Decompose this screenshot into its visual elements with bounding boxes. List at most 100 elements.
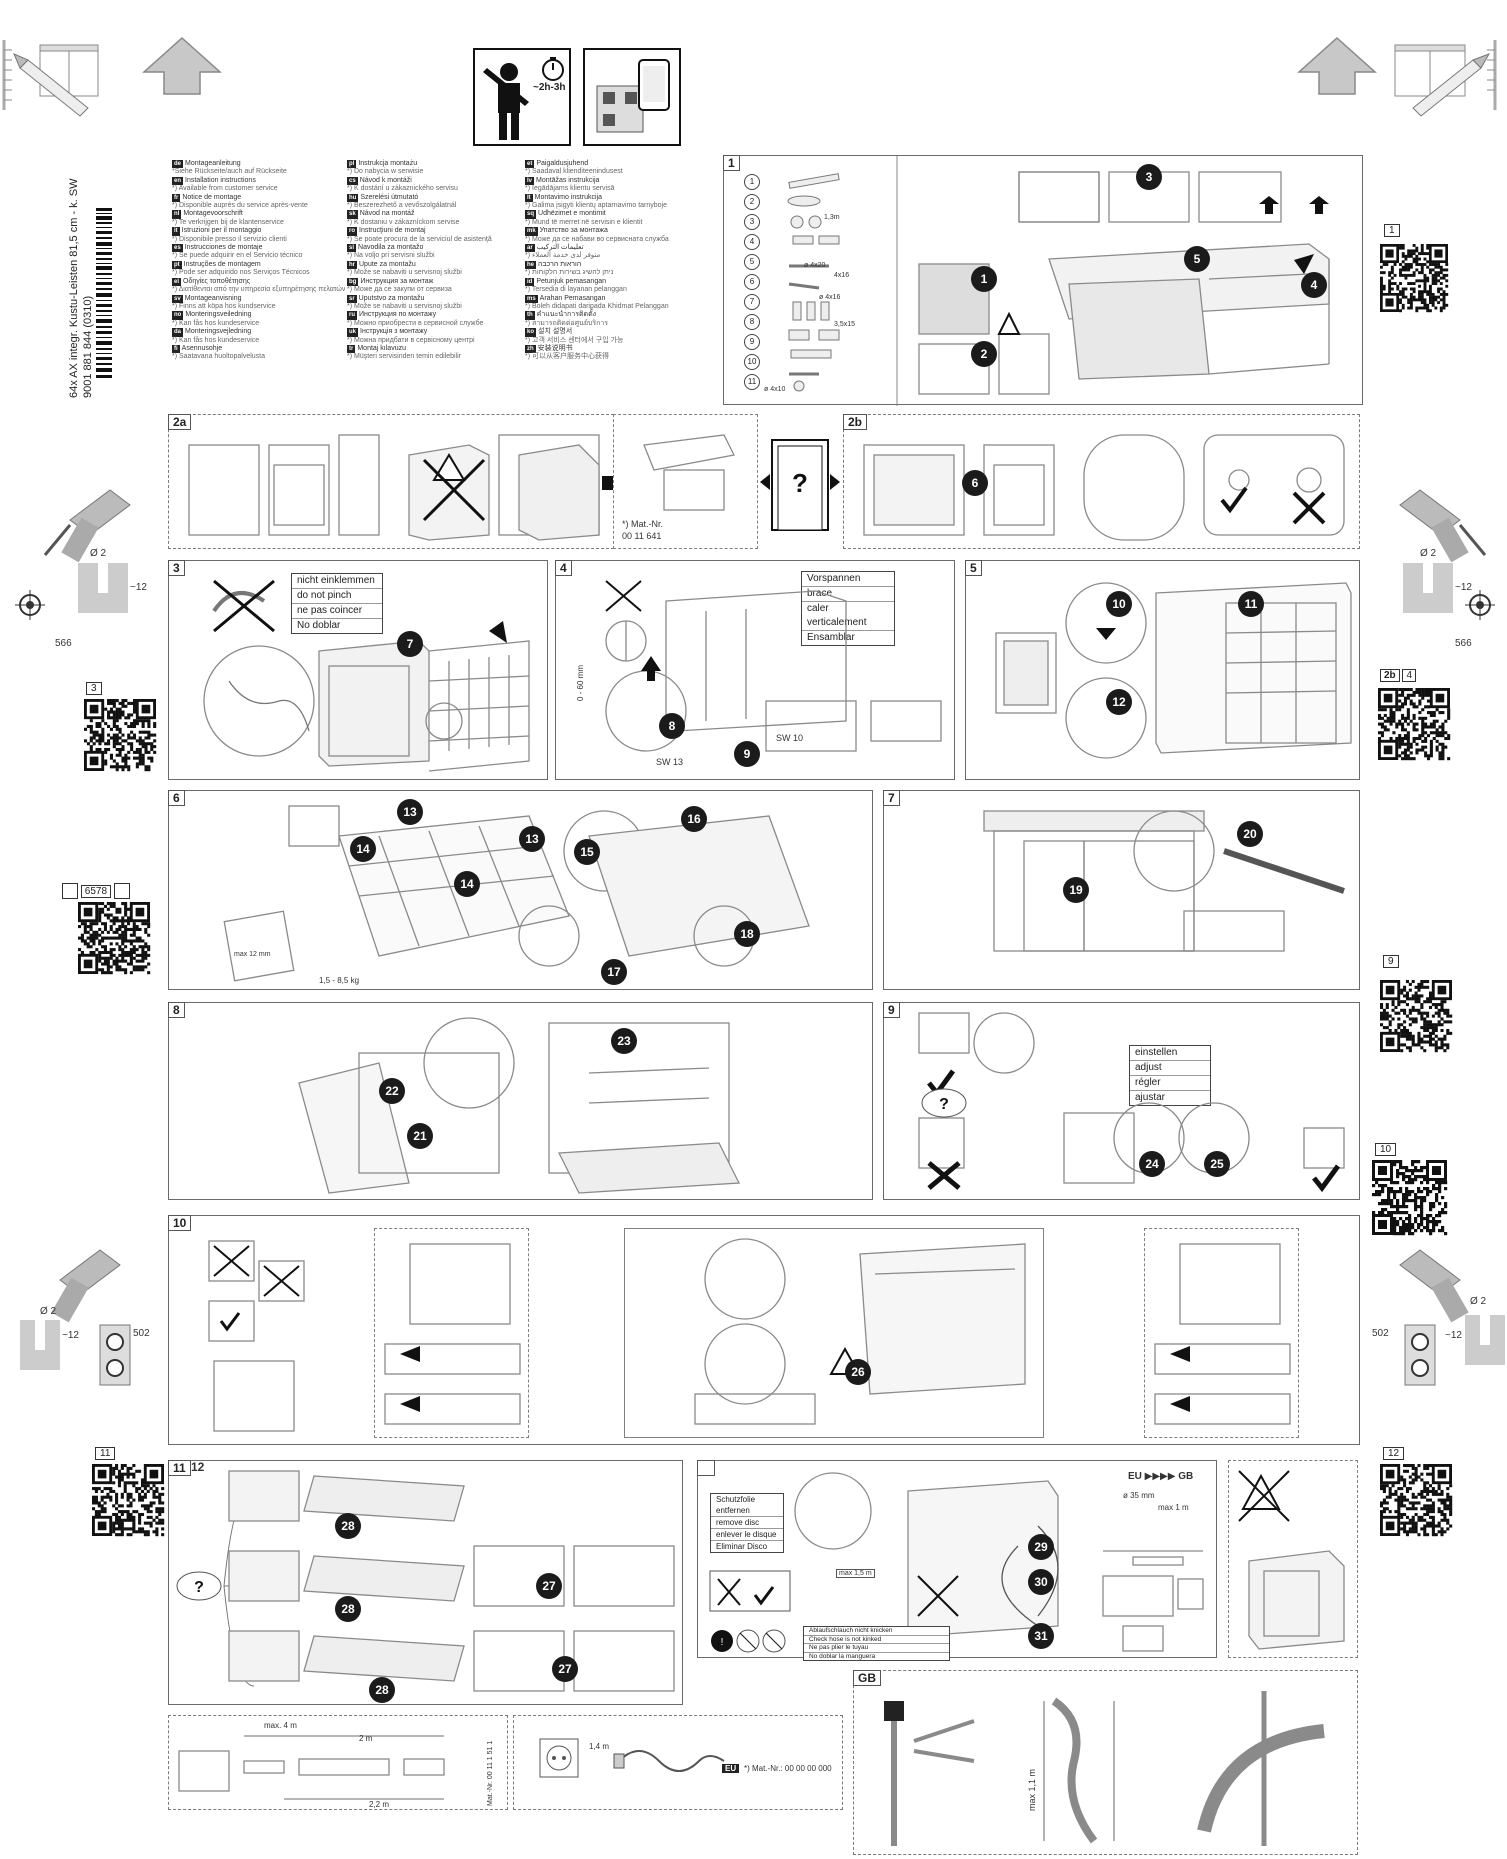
note-line: einstellen [1130,1046,1210,1061]
language-note: *) Disponible auprès du service après-ve… [172,202,308,210]
qr-code-3-label: 3 [86,682,102,695]
step10-boxes-illustration [208,1240,305,1432]
wrench-size-sw10: SW 10 [776,733,804,743]
panel-number: 8 [168,1002,185,1018]
step-badge-27: 27 [552,1656,578,1682]
part-number: 3 [744,214,760,230]
step-badge-10: 10 [1106,591,1132,617]
panel-10-detail-center: 26 [624,1228,1044,1438]
hose-kink-warning-icons: ! [711,1629,786,1653]
language-title: Notice de montage [182,193,242,201]
step-badge-7: 7 [397,631,423,657]
qr-label: 2b [1380,669,1400,682]
mounting-bracket-illustration [643,434,735,511]
language-note: *) Saadaval klienditeenindusest [525,168,623,176]
language-title: Інструкція з монтажу [360,328,428,336]
power-socket-icon [539,1738,579,1778]
drill-icon [43,489,131,563]
step-badge-28: 28 [335,1513,361,1539]
language-code: pt [172,260,182,270]
step-badge-6: 6 [962,470,988,496]
language-title: Návod k montáži [359,176,412,184]
qr-label-empty [113,883,130,899]
language-title: Istruzioni per il montaggio [181,227,262,235]
mat-nr-label: *) Mat.-Nr.: 00 00 00 000 [744,1764,832,1773]
step-badge-17: 17 [601,959,627,985]
drill-depth-diagram [20,1320,60,1370]
language-note: *) Disponibile presso il servizio client… [172,235,287,243]
door-weight-label: 1,5 - 8,5 kg [319,976,360,985]
drill-diameter-label: Ø 2 [90,548,107,559]
language-code: sl [347,244,357,253]
qr-label: 4 [1402,669,1417,682]
language-code: pl [347,160,357,169]
note-line: No doblar [297,620,341,631]
panel-number: 2a [168,414,192,430]
gb-drain-illustration [884,1691,1325,1846]
language-note: *) ניתן להשיג בשירות הלקוחות [525,269,614,277]
language-title: Installation instructions [185,176,256,184]
language-code: sr [347,294,357,303]
language-note: *) Boleh didapati daripada Khidmat Pelan… [525,302,669,310]
qr-code-10 [1372,1160,1448,1236]
niche-question-icon: ? [760,439,840,531]
part-number: 4 [744,234,760,250]
language-title: Petunjuk pemasangan [536,277,607,285]
panel-10-detail-right [1144,1228,1299,1438]
panel-number: 6 [168,790,185,806]
qr-code-12 [1380,1464,1453,1537]
step5-illustration [995,582,1352,759]
language-code: en [172,176,184,186]
language-code: th [525,311,535,320]
qr-code-11-label: 11 [95,1447,116,1460]
max-height-label: max 1,1 m [1027,1768,1037,1811]
step-badge-2: 2 [971,341,997,367]
language-note: *Siehe Rückseite/auch auf Rückseite [172,168,287,176]
language-title: Инструкция за монтаж [360,277,434,285]
part-number: 9 [744,334,760,350]
qr-code-3 [84,699,157,772]
wrench-size-sw13: SW 13 [656,757,684,767]
qr-code-10-label: 10 [1375,1143,1397,1156]
language-code: sq [525,210,537,219]
language-code: ar [525,244,535,253]
step-badge-13: 13 [397,799,423,825]
max-4m-label: max. 4 m [264,1721,297,1730]
language-title: Montagevoorschrift [183,210,243,218]
part-number: 7 [744,294,760,310]
stopwatch-icon [542,57,564,81]
step-badge-15: 15 [574,839,600,865]
language-title: Arahan Pemasangan [539,294,606,302]
step-badge-31: 31 [1028,1623,1054,1649]
crosshair-icon [1465,590,1495,620]
step-badge-20: 20 [1237,821,1263,847]
step9-illustration: ? [918,1012,1345,1193]
step4-illustration [605,580,942,752]
part-size-label: ø 4x16 [819,294,841,301]
language-code: fr [172,193,181,203]
language-note: *) Saatavana huoltopalvelusta [172,353,266,361]
panel-step-5: 5 10 11 12 [965,560,1360,780]
language-title: 安装说明书 [537,344,573,352]
length-2m-label: 2 m [359,1734,373,1743]
language-title: Instruções de montagem [183,260,261,268]
language-title: הוראות הרכבה [538,260,582,268]
up-arrow-icon [1297,36,1377,95]
language-note: *) Mund të merret në servisin e klientit [525,218,643,226]
max-length-label: max 1,5 m [836,1569,875,1578]
note-line: brace [802,587,894,602]
panel-number: 10 [168,1215,192,1231]
parts-drawings [787,173,840,392]
note-line: caler verticalement [802,602,894,631]
note-line: do not pinch [292,589,382,604]
language-title: 설치 설명서 [538,328,573,336]
drill-depth-diagram [1403,563,1453,613]
language-title: Asennusohje [181,344,223,352]
